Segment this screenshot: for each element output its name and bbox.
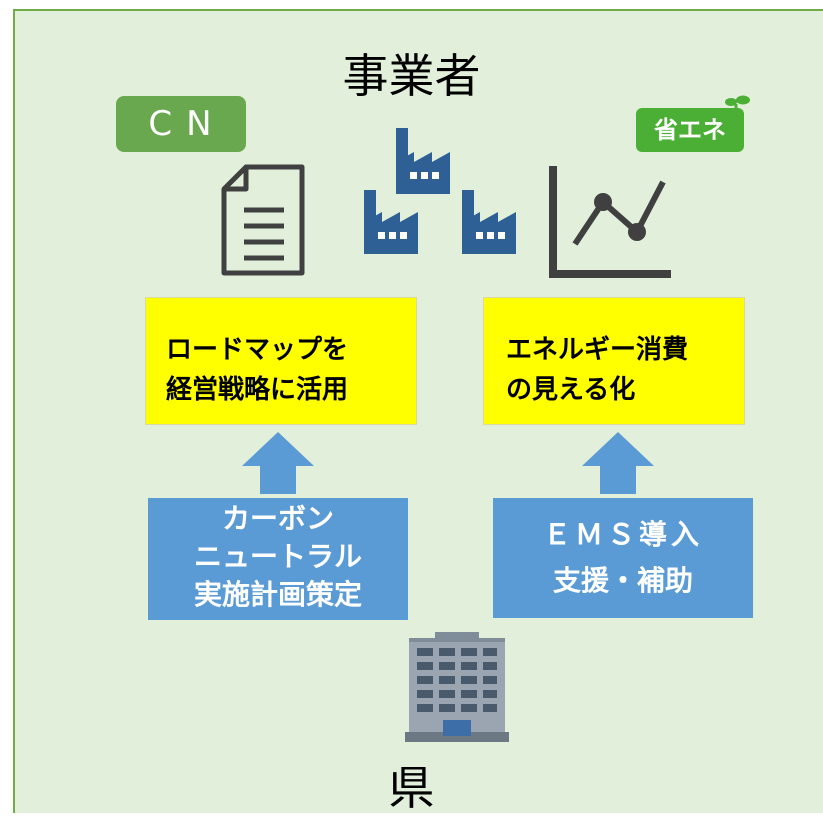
eco-badge: 省エネ [636,95,752,152]
ems-support-box: ＥＭＳ導入 支援・補助 [493,498,753,618]
up-arrow-right [582,432,654,494]
eco-badge-label: 省エネ [636,108,744,152]
up-arrow-left [242,432,314,494]
energy-visualization-box: エネルギー消費 の見える化 [483,297,745,425]
factory-icon [364,128,516,254]
sprout-icon [725,95,750,116]
line-chart-icon [549,166,671,278]
carbon-neutral-plan-box: カーボン ニュートラル 実施計画策定 [148,498,408,620]
roadmap-box: ロードマップを 経営戦略に活用 [145,297,417,425]
top-label: 事業者 [342,49,481,103]
bottom-label: 県 [388,761,435,815]
energy-box-line2: の見える化 [506,375,636,405]
roadmap-box-line1: ロードマップを [166,335,349,365]
ems-line2: 支援・補助 [552,564,693,597]
roadmap-box-line2: 経営戦略に活用 [166,375,349,405]
office-building-icon [405,632,509,742]
cn-plan-line1: カーボン [221,502,334,535]
cn-plan-line2: ニュートラル [193,540,362,573]
energy-box-line1: エネルギー消費 [506,335,689,365]
cn-plan-line3: 実施計画策定 [193,578,362,611]
document-icon [221,164,305,276]
cn-badge: CN [116,96,246,152]
ems-line1: ＥＭＳ導入 [542,518,703,551]
